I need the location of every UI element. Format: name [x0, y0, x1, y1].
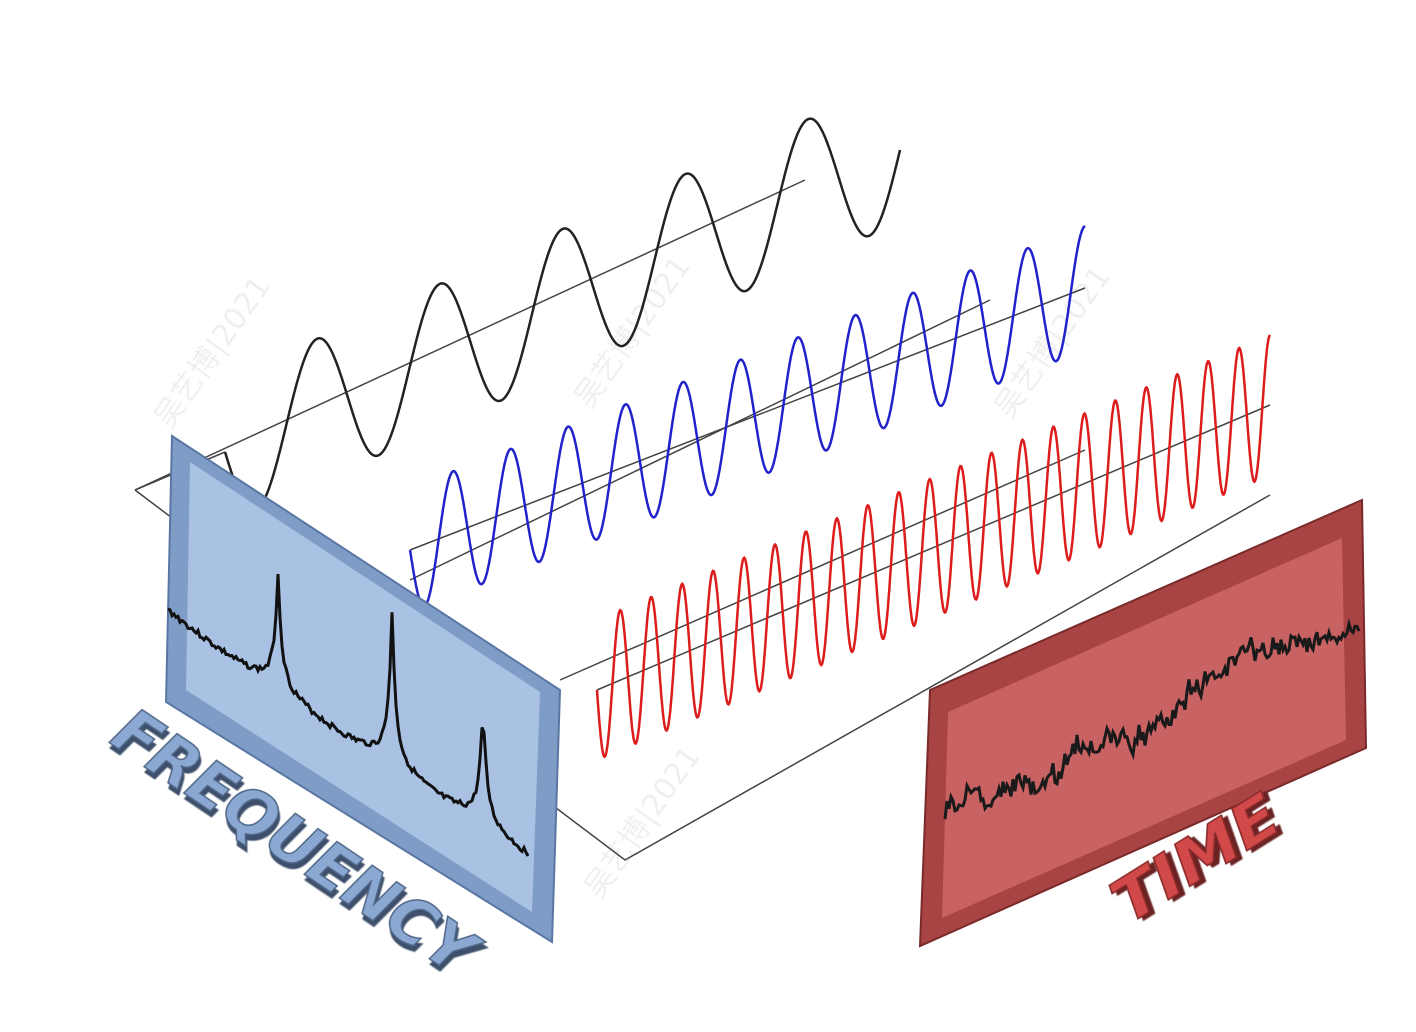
waves [134, 117, 1272, 759]
time-panel [918, 498, 1368, 948]
plane-divider [409, 299, 991, 581]
time-signal-line [943, 618, 1361, 820]
mid-frequency-wave [408, 224, 1086, 608]
frequency-panel [164, 434, 562, 944]
wave-axis [409, 287, 1086, 551]
time-panel-face [942, 538, 1346, 918]
wave-axis [134, 179, 806, 491]
wave-axis [596, 404, 1271, 691]
high-frequency-wave [595, 334, 1272, 759]
plane-divider [559, 449, 1086, 681]
low-frequency-wave [223, 117, 902, 513]
watermark-text: 吴艺博|2021 [148, 270, 278, 435]
frequency-spectrum-line [167, 574, 530, 857]
watermark-text: 吴艺博|2021 [578, 740, 708, 905]
watermark-text: 吴艺博|2021 [988, 260, 1118, 425]
